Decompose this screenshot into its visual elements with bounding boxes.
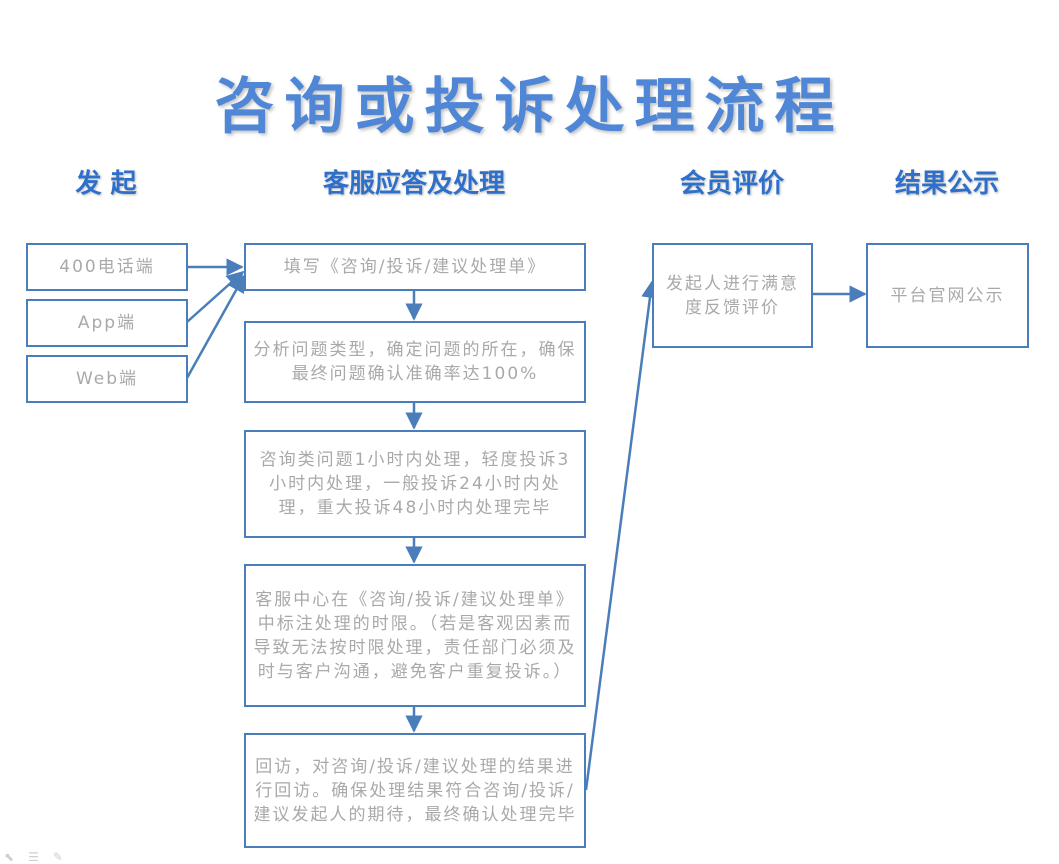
pen-icon: ✎ <box>52 850 77 864</box>
step-follow-up: 回访，对咨询/投诉/建议处理的结果进行回访。确保处理结果符合咨询/投诉/建议发起… <box>244 733 586 848</box>
column-heading-service: 客服应答及处理 <box>322 169 505 199</box>
channel-web: Web端 <box>26 355 188 403</box>
channel-app-label: App端 <box>77 313 137 333</box>
column-heading-initiate: 发 起 <box>75 169 137 199</box>
page-title: 咨询或投诉处理流程 <box>214 72 845 142</box>
result-publication-text: 平台官网公示 <box>890 285 1005 306</box>
column-heading-evaluate: 会员评价 <box>679 169 784 199</box>
menu-icon: ☰ <box>28 850 53 864</box>
step-analyze: 分析问题类型，确定问题的所在，确保最终问题确认准确率达100% <box>244 321 586 403</box>
channel-phone: 400电话端 <box>26 243 188 291</box>
member-evaluation-text: 发起人进行满意度反馈评价 <box>666 273 799 318</box>
step-time-limits-text: 咨询类问题1小时内处理，轻度投诉3小时内处理，一般投诉24小时内处理，重大投诉4… <box>259 450 571 518</box>
channel-app: App端 <box>26 299 188 347</box>
member-evaluation: 发起人进行满意度反馈评价 <box>652 243 813 348</box>
column-heading-publish: 结果公示 <box>894 169 999 199</box>
step-mark-deadline: 客服中心在《咨询/投诉/建议处理单》中标注处理的时限。（若是客观因素而导致无法按… <box>244 564 586 707</box>
arrow-icon: ⬉ <box>4 850 29 864</box>
step-fill-form: 填写《咨询/投诉/建议处理单》 <box>244 243 586 291</box>
result-publication: 平台官网公示 <box>866 243 1029 348</box>
arrow-step-5-evaluation <box>584 280 659 791</box>
toolbar-icons: ⬉☰✎ <box>4 850 77 864</box>
channel-web-label: Web端 <box>75 369 139 389</box>
arrow-channel-web <box>185 274 246 379</box>
step-analyze-text: 分析问题类型，确定问题的所在，确保最终问题确认准确率达100% <box>253 340 577 384</box>
step-fill-form-text: 填写《咨询/投诉/建议处理单》 <box>283 257 547 277</box>
arrow-channel-app <box>186 270 245 323</box>
step-mark-deadline-text: 客服中心在《咨询/投诉/建议处理单》中标注处理的时限。（若是客观因素而导致无法按… <box>253 589 577 682</box>
step-time-limits: 咨询类问题1小时内处理，轻度投诉3小时内处理，一般投诉24小时内处理，重大投诉4… <box>244 430 586 538</box>
channel-phone-label: 400电话端 <box>59 257 155 277</box>
step-follow-up-text: 回访，对咨询/投诉/建议处理的结果进行回访。确保处理结果符合咨询/投诉/建议发起… <box>253 756 577 825</box>
